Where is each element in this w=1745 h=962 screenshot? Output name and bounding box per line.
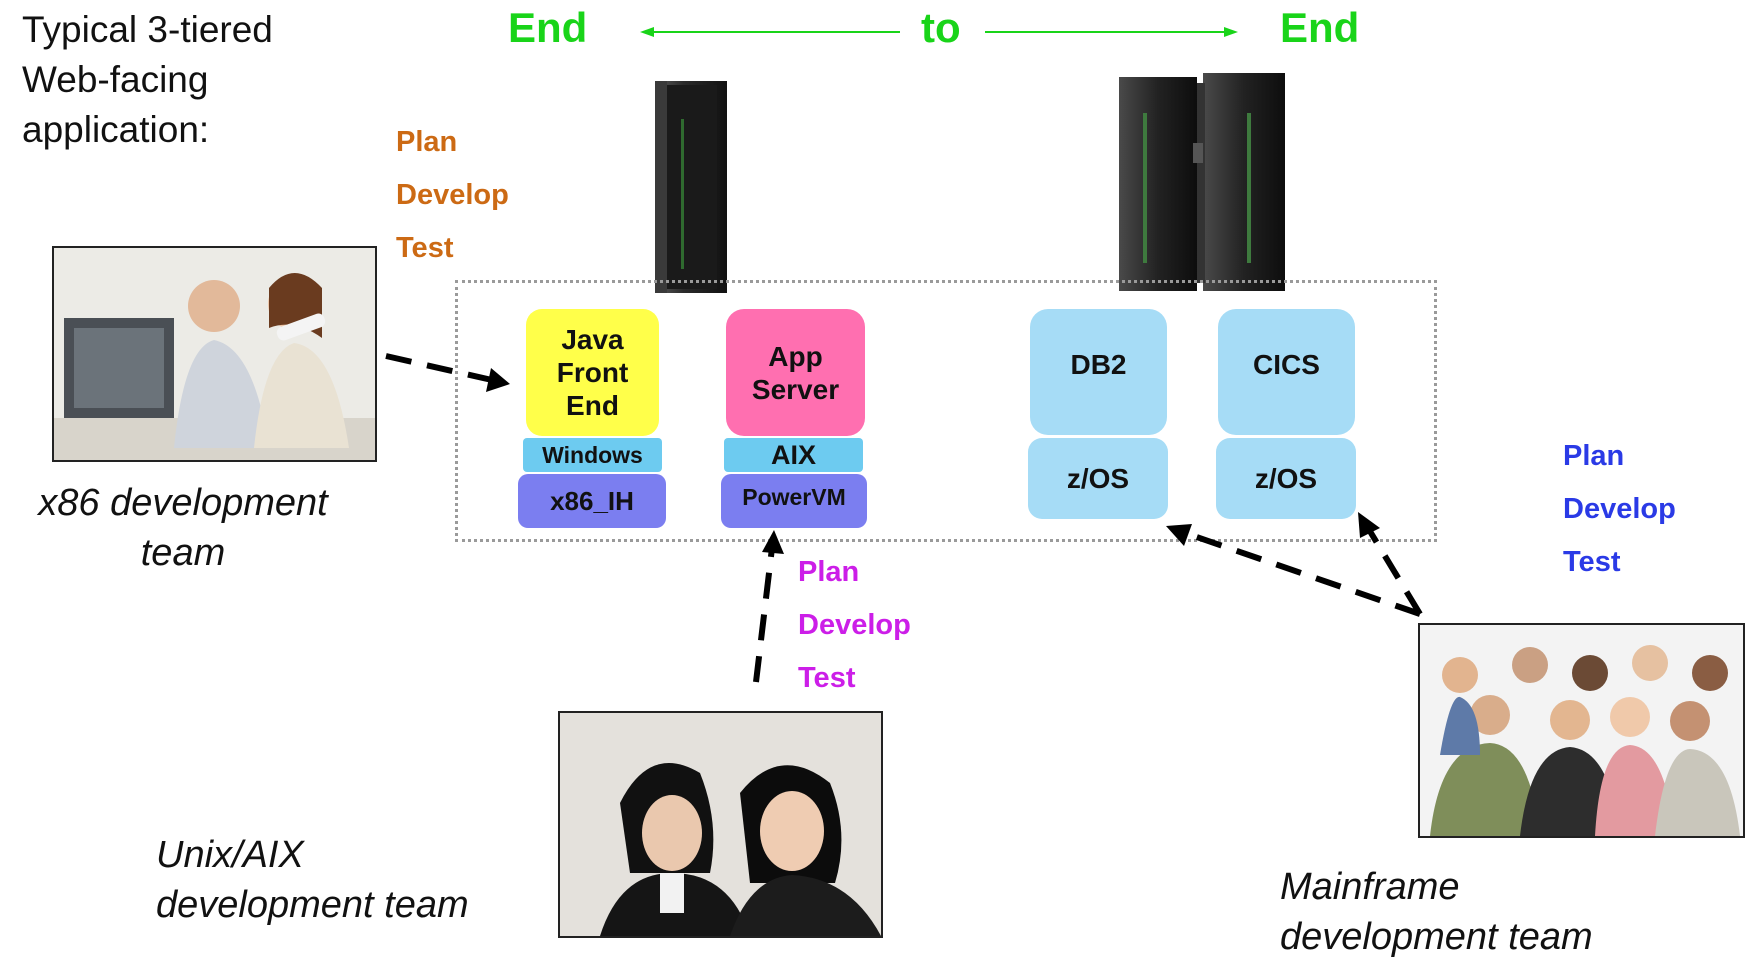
app-server-box: App Server: [726, 309, 865, 436]
end-label-right: End: [1280, 4, 1360, 51]
x86-team-photo: [52, 246, 377, 462]
x86-team-caption: x86 development team: [38, 482, 328, 574]
group-of-people-icon: [1420, 625, 1743, 836]
plan-develop-test-orange: Plan Develop Test: [396, 126, 509, 264]
cics-zos-box: z/OS: [1216, 438, 1356, 519]
unix-team-caption: Unix/AIX development team: [156, 834, 469, 926]
plan-develop-test-blue: Plan Develop Test: [1563, 440, 1676, 578]
power-server-icon: [655, 81, 727, 293]
mainframe-team-photo: [1418, 623, 1745, 838]
end-label-left: End: [508, 4, 588, 51]
people-at-computer-icon: [54, 248, 375, 460]
unix-team-photo: [558, 711, 883, 938]
mainframe-server-icon: [1119, 73, 1285, 291]
aix-os-box: AIX: [724, 438, 863, 472]
cics-box: CICS: [1218, 309, 1355, 435]
two-women-icon: [560, 713, 881, 936]
x86-hardware-box: x86_IH: [518, 474, 666, 528]
end-to-end-arrows: [640, 27, 1238, 37]
java-front-end-box: Java Front End: [526, 309, 659, 436]
to-label: to: [921, 4, 961, 51]
powervm-hardware-box: PowerVM: [721, 474, 867, 528]
db2-box: DB2: [1030, 309, 1167, 435]
system-boundary: [455, 280, 1437, 542]
diagram-heading: Typical 3-tiered Web-facing application:: [22, 9, 273, 150]
plan-develop-test-purple: Plan Develop Test: [798, 556, 911, 694]
db2-zos-box: z/OS: [1028, 438, 1168, 519]
unix-team-arrow: [753, 547, 775, 683]
windows-os-box: Windows: [523, 438, 662, 472]
mainframe-team-caption: Mainframe development team: [1280, 866, 1593, 958]
mainframe-to-db2-arrow: [1184, 530, 1421, 617]
